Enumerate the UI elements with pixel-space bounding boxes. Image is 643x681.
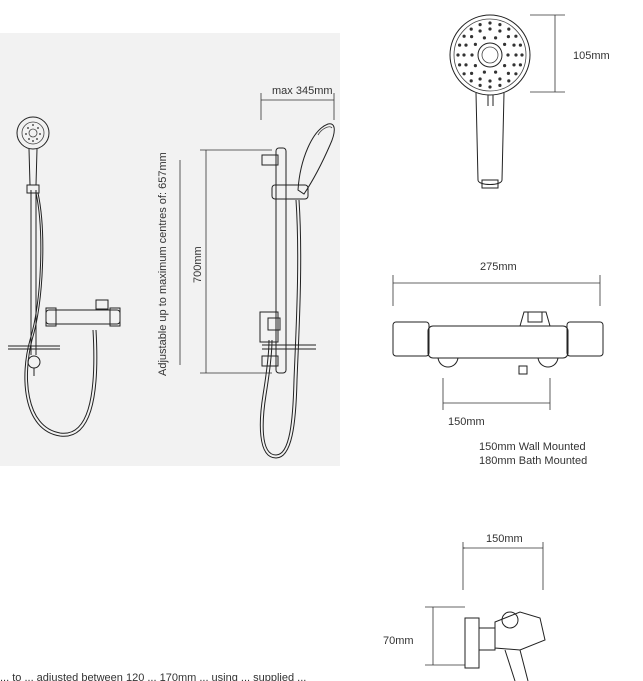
nozzle	[488, 21, 492, 25]
nozzle	[478, 23, 482, 27]
nozzle	[462, 72, 466, 76]
nozzle	[488, 85, 492, 89]
nozzle	[494, 70, 498, 74]
nozzle	[498, 23, 502, 27]
nozzle	[469, 27, 473, 31]
side-handset	[297, 123, 335, 195]
nozzle	[464, 63, 468, 67]
label-wall-mounted: 150mm Wall Mounted	[479, 441, 586, 453]
nozzle	[462, 53, 466, 57]
front-head-nozzles	[25, 124, 41, 142]
label-kit-width: max 345mm	[272, 85, 333, 97]
nozzle	[462, 34, 466, 38]
nozzle	[470, 53, 474, 57]
label-valve-width: 275mm	[480, 261, 517, 273]
front-shower-head	[16, 116, 50, 150]
handset-detail: 105mm	[449, 14, 610, 189]
label-adjustable-centres: Adjustable up to maximum centres of: 657…	[157, 152, 169, 376]
nozzle	[458, 63, 462, 67]
label-rail-length: 700mm	[192, 246, 204, 283]
nozzle	[503, 64, 507, 68]
nozzle	[520, 53, 524, 57]
nozzle	[507, 79, 511, 83]
nozzle	[514, 53, 518, 57]
nozzle	[506, 53, 510, 57]
nozzle	[478, 77, 482, 81]
nozzle	[469, 79, 473, 83]
nozzle	[473, 42, 477, 47]
nozzle	[488, 79, 492, 83]
nozzle	[478, 83, 482, 87]
nozzle	[514, 34, 518, 38]
nozzle	[482, 70, 486, 74]
nozzle	[507, 27, 511, 31]
nozzle	[503, 42, 507, 47]
nozzle	[473, 64, 477, 68]
front-view-shower-kit	[8, 116, 121, 437]
nozzle	[470, 35, 474, 39]
label-head-diameter: 105mm	[573, 50, 610, 62]
nozzle	[498, 29, 502, 33]
nozzle	[512, 43, 516, 47]
nozzle	[456, 53, 460, 57]
handset-nozzles	[456, 21, 524, 89]
handset-head	[449, 14, 531, 96]
label-valve-centres: 150mm	[448, 416, 485, 428]
side-view-riser-rail: max 345mm Adjustable up to maximum centr…	[157, 85, 335, 459]
nozzle	[494, 36, 498, 40]
nozzle	[518, 63, 523, 67]
label-side-height: 70mm	[383, 635, 414, 647]
valve-body	[427, 325, 569, 359]
nozzle	[464, 43, 468, 47]
front-hose	[24, 192, 98, 437]
nozzle	[514, 72, 518, 76]
nozzle	[458, 43, 462, 47]
nozzle	[470, 71, 474, 75]
nozzle	[506, 71, 510, 75]
nozzle	[478, 29, 482, 33]
nozzle	[498, 83, 502, 87]
valve-side-view: 150mm 70mm	[383, 533, 546, 681]
nozzle	[518, 43, 523, 47]
nozzle	[512, 63, 516, 67]
nozzle	[482, 36, 486, 40]
nozzle	[498, 77, 502, 81]
label-bath-mounted: 180mm Bath Mounted	[479, 455, 587, 467]
label-side-width: 150mm	[486, 533, 523, 545]
nozzle	[488, 27, 492, 31]
nozzle	[506, 35, 510, 39]
drawing-panel	[0, 33, 340, 466]
valve-front-view: 275mm 150mm 150mm Wall Mounted 180mm Bat…	[392, 261, 604, 467]
footnote: ... to ... adjusted between 120 ... 170m…	[0, 672, 306, 681]
